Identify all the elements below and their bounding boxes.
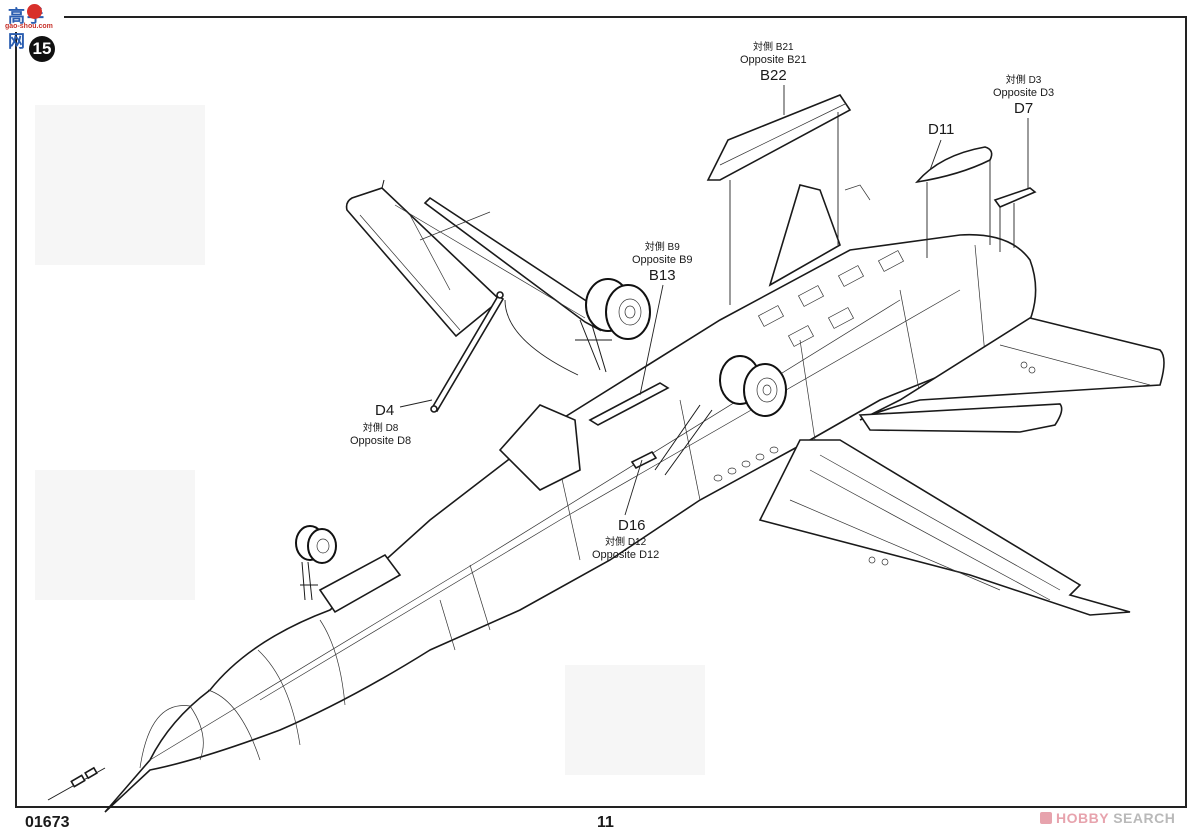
callout-d12: 対側 D12 Opposite D12 bbox=[592, 537, 659, 562]
part-d11 bbox=[914, 146, 993, 258]
watermark-brand: HOBBY bbox=[1056, 810, 1109, 826]
part-d7 bbox=[993, 187, 1037, 252]
callout-opposite-text: Opposite D12 bbox=[592, 549, 660, 561]
callout-part-number: D4 bbox=[375, 402, 395, 419]
callout-d8: 対側 D8 Opposite D8 bbox=[350, 423, 411, 448]
leader-b13 bbox=[639, 284, 664, 396]
callout-opposite-text: Opposite B21 bbox=[740, 54, 807, 66]
callout-part-number: B22 bbox=[759, 67, 787, 84]
callout-opposite-text: Opposite B9 bbox=[632, 254, 693, 266]
left-wing bbox=[345, 179, 601, 338]
part-b13 bbox=[588, 382, 670, 426]
site-logo-url: gao-shou.com bbox=[5, 23, 53, 30]
callout-opposite-text: Opposite D3 bbox=[993, 87, 1055, 99]
callout-cn-text: 対側 D12 bbox=[605, 537, 647, 548]
scan-ghost-patch bbox=[35, 105, 205, 265]
callout-d7: 対側 D3 Opposite D3 D7 bbox=[993, 75, 1054, 117]
callout-cn-text: 対側 D8 bbox=[362, 423, 399, 434]
watermark-suffix: SEARCH bbox=[1108, 810, 1176, 826]
tail-fin bbox=[768, 184, 871, 287]
nose-landing-gear bbox=[295, 525, 337, 601]
logo-mascot-icon bbox=[27, 4, 42, 19]
leader-d4 bbox=[399, 399, 433, 408]
pitot-probe bbox=[47, 766, 106, 801]
scan-ghost-patch bbox=[565, 665, 705, 775]
callout-part-number: D7 bbox=[1013, 100, 1034, 117]
kit-code: 01673 bbox=[25, 814, 70, 831]
horizontal-stabilizer bbox=[858, 317, 1165, 433]
callout-part-number: D16 bbox=[618, 517, 646, 534]
page-number: 11 bbox=[597, 814, 614, 831]
callout-opposite-text: Opposite D8 bbox=[350, 435, 412, 447]
callout-b13: 対側 B9 Opposite B9 B13 bbox=[632, 242, 693, 284]
callout-part-number: B13 bbox=[648, 267, 676, 284]
watermark: HOBBY SEARCH bbox=[1040, 810, 1175, 826]
main-landing-gear-right bbox=[654, 355, 787, 476]
site-logo: 高手网 gao-shou.com bbox=[2, 2, 64, 51]
callout-cn-text: 対側 D3 bbox=[1005, 75, 1042, 86]
callout-cn-text: 対側 B9 bbox=[644, 242, 680, 253]
callout-d16: D16 bbox=[618, 517, 646, 534]
instruction-page-frame bbox=[15, 16, 1187, 808]
leader-d11 bbox=[929, 139, 942, 171]
part-d16 bbox=[630, 450, 658, 470]
right-wing bbox=[758, 439, 1131, 616]
callout-cn-text: 対側 B21 bbox=[753, 42, 794, 53]
scan-ghost-patch bbox=[35, 470, 195, 600]
callout-d11: D11 bbox=[928, 121, 954, 138]
callout-part-number: D11 bbox=[928, 121, 955, 138]
callout-d4: D4 bbox=[375, 402, 394, 419]
part-b22 bbox=[706, 94, 852, 305]
leader-d16 bbox=[624, 459, 643, 516]
step-number-badge: 15 bbox=[29, 36, 55, 62]
part-d4-strut bbox=[430, 291, 579, 413]
hobby-search-logo-icon bbox=[1040, 812, 1052, 824]
fuselage bbox=[104, 233, 1037, 813]
callout-b22: 対側 B21 Opposite B21 B22 bbox=[740, 42, 807, 84]
main-landing-gear-left bbox=[575, 278, 651, 373]
